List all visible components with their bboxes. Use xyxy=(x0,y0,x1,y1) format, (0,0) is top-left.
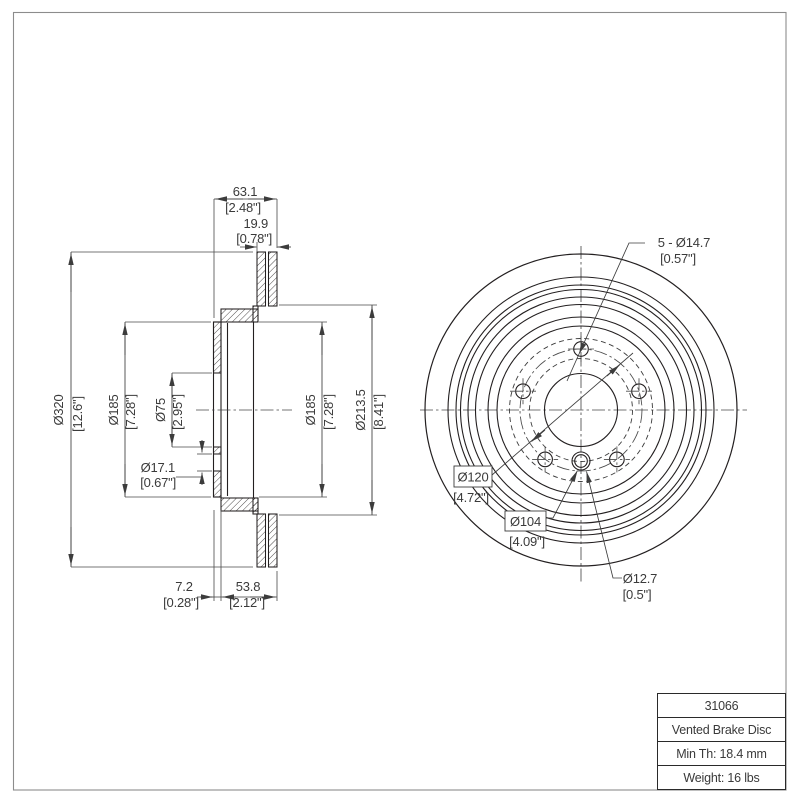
dim-screw-hole: Ø12.7 [0.5"] xyxy=(586,471,657,602)
dim-bolt-holes-mm: 5 - Ø14.7 xyxy=(658,235,710,250)
friction-band-circle-2 xyxy=(455,284,707,536)
hat-face-lower xyxy=(212,470,222,498)
front-view xyxy=(420,246,747,582)
dim-outer-diameter-mm: Ø320 xyxy=(51,394,66,425)
dim-inner-diameter-mm: Ø213.5 xyxy=(353,389,368,430)
hat-face-mid xyxy=(212,446,222,455)
friction-band-circle-3 xyxy=(459,288,703,532)
dim-bolt-circle: Ø120 [4.72"] xyxy=(453,352,634,505)
title-block-part-number: 31066 xyxy=(704,698,739,713)
dim-hat-face-thickness-mm: 7.2 xyxy=(175,579,192,594)
dim-hat-depth: 53.8 [2.12"] xyxy=(229,571,278,610)
dim-small-hole-mm: Ø17.1 xyxy=(141,460,175,475)
title-block-product-type: Vented Brake Disc xyxy=(658,717,785,741)
dim-screw-hole-inch: [0.5"] xyxy=(623,587,652,602)
section-view xyxy=(196,251,292,568)
page-frame xyxy=(12,11,787,791)
center-bore-circle xyxy=(543,372,619,448)
dim-hat-diameter-left-inch: [7.28"] xyxy=(123,394,138,430)
set-screw-hole-inner xyxy=(574,454,588,468)
ring-plate-top-left xyxy=(256,251,267,307)
ring-plate-bottom-right xyxy=(267,513,278,568)
dim-disc-thickness-mm: 19.9 xyxy=(243,216,268,231)
dim-hat-diameter-left-mm: Ø185 xyxy=(106,394,121,425)
friction-band-circle-1 xyxy=(447,276,715,544)
dim-overall-width: 63.1 [2.48"] xyxy=(213,184,278,318)
dim-screw-circle-box xyxy=(504,510,547,532)
friction-inner-edge-circle xyxy=(474,303,688,517)
dim-hat-depth-inch: [2.12"] xyxy=(229,595,265,610)
title-block-min-thickness: Min Th: 18.4 mm xyxy=(658,741,785,765)
hat-arm-bottom-joint xyxy=(252,497,259,515)
outer-edge-circle xyxy=(424,253,738,567)
dim-center-bore-mm: Ø75 xyxy=(153,398,168,422)
dim-disc-thickness-inch: [0.78"] xyxy=(236,231,272,246)
hat-arm-top-joint xyxy=(252,305,259,323)
dim-center-bore: Ø75 [2.95"] xyxy=(153,372,212,448)
dim-hat-diameter-right-mm: Ø185 xyxy=(303,394,318,425)
dim-outer-diameter-inch: [12.6"] xyxy=(70,396,85,432)
dim-inner-diameter: Ø213.5 [8.41"] xyxy=(279,304,386,516)
dim-overall-width-mm: 63.1 xyxy=(233,184,258,199)
dim-overall-width-inch: [2.48"] xyxy=(225,200,261,215)
dim-hat-diameter-right-inch: [7.28"] xyxy=(321,394,336,430)
hat-step-circle xyxy=(496,325,666,495)
dim-bolt-circle-inch: [4.72"] xyxy=(453,490,489,505)
hat-arm-bottom xyxy=(220,497,259,512)
dim-inner-diameter-inch: [8.41"] xyxy=(371,394,386,430)
dim-screw-circle-inch: [4.09"] xyxy=(509,534,545,549)
title-block-weight: Weight: 16 lbs xyxy=(658,765,785,789)
bolt-holes xyxy=(510,336,652,473)
dim-hat-diameter-right: Ø185 [7.28"] xyxy=(259,321,336,498)
dim-disc-thickness: 19.9 [0.78"] xyxy=(236,216,291,252)
dim-small-hole-inch: [0.67"] xyxy=(140,475,176,490)
dim-bolt-circle-mm: Ø120 xyxy=(457,470,488,485)
dim-hat-depth-mm: 53.8 xyxy=(236,579,261,594)
ring-plate-top-right xyxy=(267,251,278,307)
dim-bolt-circle-box xyxy=(453,465,493,488)
title-block: 31066 Vented Brake Disc Min Th: 18.4 mm … xyxy=(657,693,786,790)
ring-plate-bottom-left xyxy=(256,513,267,568)
hat-arm-top xyxy=(220,308,259,323)
hat-face-upper xyxy=(212,321,222,374)
dim-small-hole: Ø17.1 [0.67"] xyxy=(140,440,212,490)
dim-screw-hole-mm: Ø12.7 xyxy=(623,571,657,586)
hat-face-outline xyxy=(212,321,222,498)
dim-screw-circle-mm: Ø104 xyxy=(510,514,541,529)
dim-outer-diameter: Ø320 [12.6"] xyxy=(51,251,253,568)
dim-screw-circle: Ø104 [4.09"] xyxy=(504,470,578,549)
dim-center-bore-inch: [2.95"] xyxy=(170,394,185,430)
dim-bolt-holes: 5 - Ø14.7 [0.57"] xyxy=(566,235,710,382)
dim-bolt-holes-inch: [0.57"] xyxy=(660,251,696,266)
hat-outer-circle xyxy=(487,316,675,504)
dim-hat-diameter-left: Ø185 [7.28"] xyxy=(106,321,211,498)
set-screw-hole-outer xyxy=(571,451,591,471)
friction-band-circle-4 xyxy=(467,296,695,524)
dim-hat-face-thickness-inch: [0.28"] xyxy=(163,595,199,610)
